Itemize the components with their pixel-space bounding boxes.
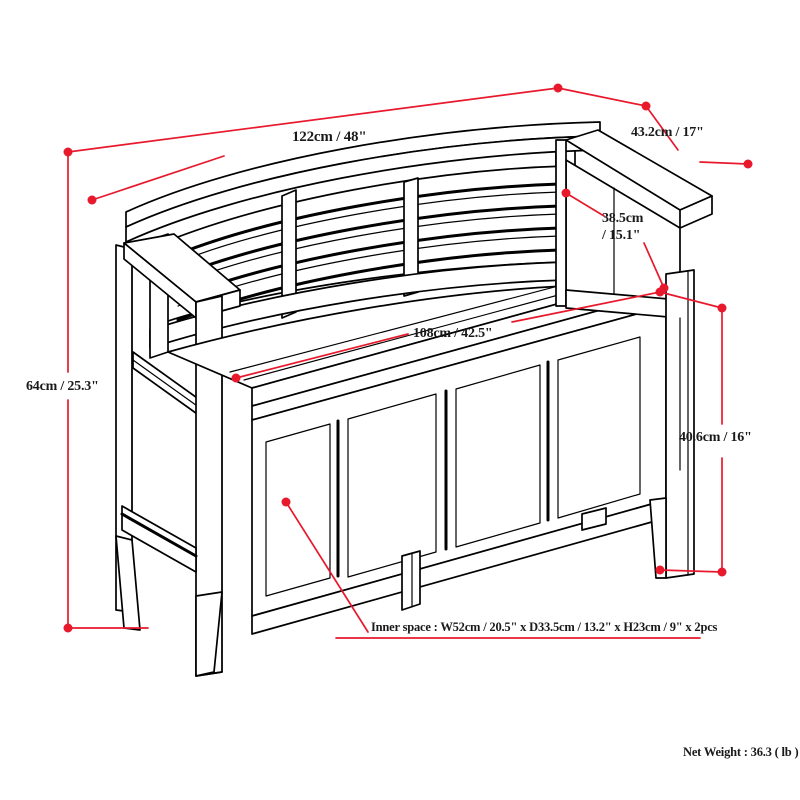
storage-box-front (251, 305, 667, 635)
front-panel-1 (265, 423, 331, 597)
back-height-line-2: / 15.1" (602, 227, 641, 243)
dim-inner-space (281, 497, 701, 639)
back-stile-left (281, 189, 297, 319)
dimension-label-back-height: 38.5cm / 15.1" (602, 211, 672, 244)
note-inner-space: Inner space : W52cm / 20.5" x D33.5cm / … (371, 620, 718, 634)
note-net-weight: Net Weight : 36.3 ( lb ) (683, 745, 799, 759)
left-front-leg (195, 295, 223, 677)
front-panel-3 (455, 364, 541, 548)
right-arm-front-edge (679, 195, 713, 229)
front-panel-4 (557, 336, 641, 519)
dimension-label-overall-height: 64cm / 25.3" (26, 379, 99, 394)
bench-illustration (115, 121, 713, 677)
left-rear-foot (115, 535, 141, 631)
left-side-panel (115, 505, 198, 631)
dim-overall-width (63, 83, 563, 205)
left-front-foot (195, 591, 223, 677)
back-height-line-1: 38.5cm (602, 211, 644, 226)
right-arm-inner-edge (555, 139, 567, 307)
dim-overall-height (63, 151, 149, 633)
dimension-annotations (63, 83, 753, 639)
seat-lid (167, 261, 667, 421)
seat-catch-cleat (581, 507, 607, 531)
dim-seat-height (655, 291, 727, 577)
storage-front-panels (265, 336, 641, 597)
dimension-label-overall-depth: 43.2cm / 17" (631, 125, 704, 140)
dimension-label-seat-width: 108cm / 42.5" (413, 326, 493, 341)
front-panel-2 (347, 393, 437, 578)
right-arm-assembly (555, 129, 713, 319)
dim-back-height (561, 188, 669, 293)
center-leg-face (401, 550, 421, 611)
center-support-leg (401, 550, 421, 611)
dim-seat-width (231, 287, 665, 383)
back-stile-right (403, 177, 419, 297)
right-front-foot (649, 497, 667, 579)
dimension-label-overall-width: 122cm / 48" (292, 129, 367, 145)
dim-overall-depth (557, 87, 753, 169)
back-stiles (281, 177, 419, 319)
left-side-stretcher (121, 505, 197, 573)
backrest-assembly (125, 121, 601, 359)
dimension-label-seat-height: 40.6cm / 16" (679, 430, 752, 445)
storage-front-dividers (336, 360, 550, 578)
